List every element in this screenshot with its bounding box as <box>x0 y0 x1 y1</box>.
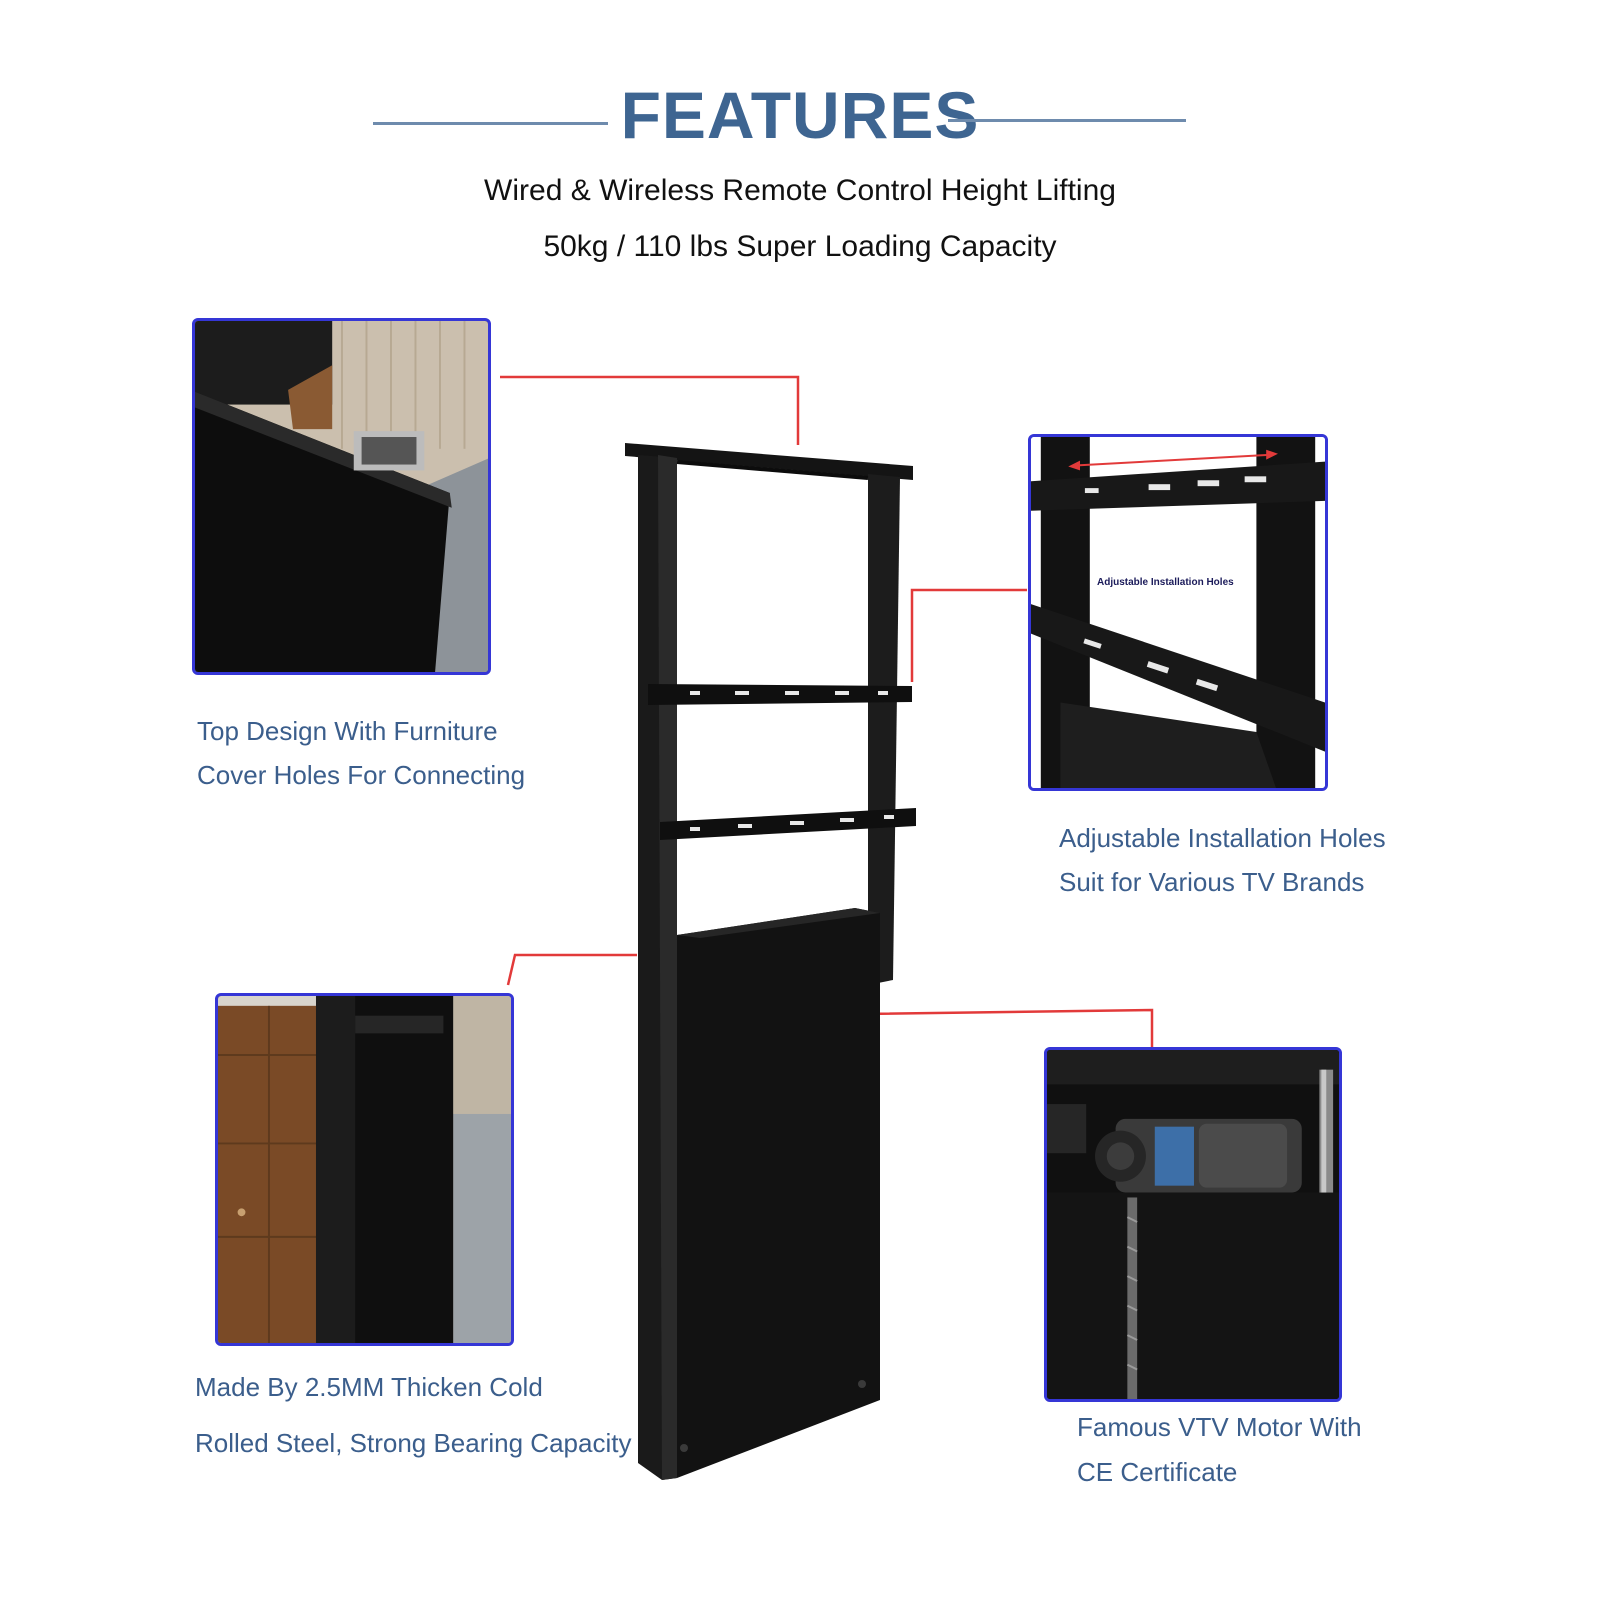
title-rule-right <box>948 119 1186 122</box>
caption-cold-rolled-steel-line-1: Made By 2.5MM Thicken Cold <box>195 1372 543 1402</box>
caption-installation-holes-line-2: Suit for Various TV Brands <box>1059 867 1365 897</box>
subtitle-line-2: 50kg / 110 lbs Super Loading Capacity <box>543 230 1057 263</box>
caption-installation-holes-line-1: Adjustable Installation Holes <box>1059 823 1386 853</box>
photo-vtv-motor <box>1044 1047 1342 1402</box>
caption-top-design-line-2: Cover Holes For Connecting <box>197 760 526 790</box>
title-rule-left <box>373 122 608 125</box>
caption-top-design-line-1: Top Design With Furniture <box>197 716 498 746</box>
caption-cold-rolled-steel-line-2: Rolled Steel, Strong Bearing Capacity <box>195 1428 632 1458</box>
photo-installation-holes: Adjustable Installation Holes <box>1028 434 1328 791</box>
features-title: FEATURES <box>620 78 980 152</box>
photo-top-design <box>192 318 491 675</box>
caption-vtv-motor-line-1: Famous VTV Motor With <box>1077 1412 1362 1442</box>
subtitle-line-1: Wired & Wireless Remote Control Height L… <box>484 174 1116 207</box>
photo-cold-rolled-steel <box>215 993 514 1346</box>
caption-vtv-motor-line-2: CE Certificate <box>1077 1457 1238 1487</box>
installation-holes-inner-label: Adjustable Installation Holes <box>1097 577 1234 588</box>
